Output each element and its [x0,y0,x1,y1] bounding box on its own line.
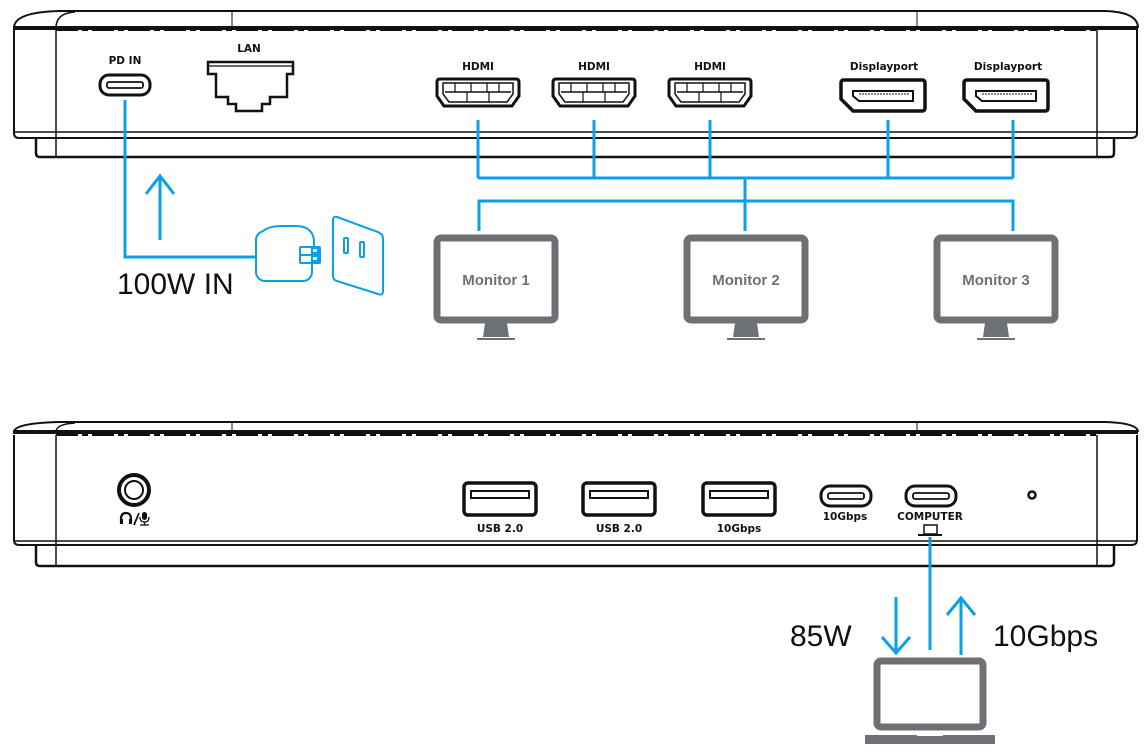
port-hdmi-2[interactable]: HDMI [551,61,637,108]
port-label: PD IN [109,55,142,67]
port-label: USB 2.0 [477,523,523,535]
port-usb-c-1[interactable]: 10Gbps [819,484,873,523]
monitor-3: Monitor 3 [937,238,1055,340]
wall-outlet-icon [332,215,384,296]
power-adapter-icon [255,225,321,282]
port-displayport-1[interactable]: Displayport [839,61,927,113]
port-label: 10Gbps [717,523,762,535]
front-panel-device [13,421,1139,568]
port-usb-c-computer[interactable]: COMPUTER [897,484,963,536]
port-hdmi-1[interactable]: HDMI [435,61,521,108]
headset-mic-icon [119,511,150,526]
port-pd-in[interactable]: PD IN [98,55,152,97]
port-label: COMPUTER [897,511,963,523]
monitor-label: Monitor 2 [712,272,780,289]
monitor-1: Monitor 1 [437,238,555,340]
computer-power-label: 85W [790,620,852,653]
port-label: LAN [237,43,261,55]
monitor-label: Monitor 3 [962,272,1030,289]
port-displayport-2[interactable]: Displayport [962,61,1050,113]
arrow-up-icon [945,595,977,655]
computer-data-label: 10Gbps [993,620,1098,653]
port-audio-jack[interactable] [117,473,151,526]
port-label: HDMI [462,61,494,73]
port-lan[interactable]: LAN [206,43,295,113]
laptop-small-icon [918,524,942,536]
arrow-up-icon [144,173,176,240]
port-usb-a-3[interactable]: 10Gbps [701,481,777,535]
port-label: Displayport [974,61,1042,73]
power-input-label: 100W IN [117,268,234,301]
status-led [1027,490,1037,500]
monitor-label: Monitor 1 [462,272,530,289]
port-label: USB 2.0 [596,523,642,535]
port-label: Displayport [850,61,918,73]
video-cable-tree [476,120,1015,231]
port-label: 10Gbps [823,511,868,523]
port-label: HDMI [694,61,726,73]
arrow-down-icon [880,597,912,656]
laptop-icon [865,657,995,744]
rear-panel-device [13,10,1139,159]
port-usb-a-1[interactable]: USB 2.0 [462,481,538,535]
port-usb-a-2[interactable]: USB 2.0 [581,481,657,535]
monitor-2: Monitor 2 [687,238,805,340]
port-hdmi-3[interactable]: HDMI [667,61,753,108]
power-input-cable [123,100,258,259]
port-label: HDMI [578,61,610,73]
